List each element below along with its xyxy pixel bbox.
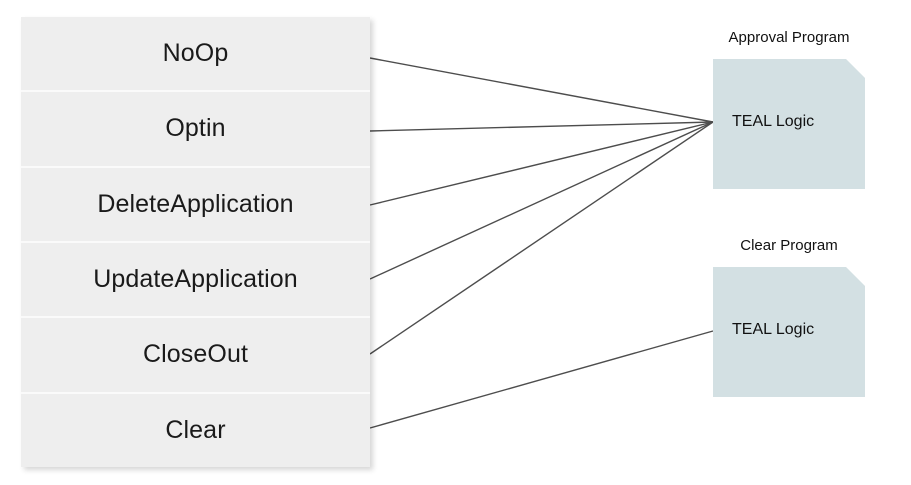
operations-panel: NoOp Optin DeleteApplication UpdateAppli… [21, 17, 370, 467]
operation-label: NoOp [162, 39, 229, 68]
operation-label: CloseOut [142, 340, 248, 369]
connector-optin-to-approval [369, 121, 714, 132]
operation-row-updateapplication[interactable]: UpdateApplication [21, 240, 370, 317]
operation-row-clear[interactable]: Clear [21, 391, 370, 467]
approval-program-body-label: TEAL Logic [732, 113, 815, 130]
connector-clear-to-clear-program [369, 330, 714, 429]
clear-program-body-label: TEAL Logic [732, 321, 815, 338]
operation-label: Optin [165, 114, 226, 143]
operation-label: DeleteApplication [97, 189, 294, 218]
operation-label: UpdateApplication [93, 265, 298, 294]
connector-noop-to-approval [369, 57, 714, 123]
connector-updateapplication-to-approval [369, 121, 714, 280]
operation-row-optin[interactable]: Optin [21, 90, 370, 166]
operation-row-closeout[interactable]: CloseOut [21, 316, 370, 392]
clear-program-title: Clear Program [740, 237, 838, 254]
operation-row-deleteapplication[interactable]: DeleteApplication [21, 165, 370, 241]
approval-program-title: Approval Program [728, 29, 850, 46]
clear-program-node[interactable]: Clear Program TEAL Logic [713, 237, 865, 397]
connector-closeout-to-approval [369, 121, 714, 355]
approval-program-document-shape [713, 59, 865, 189]
connector-deleteapplication-to-approval [369, 121, 714, 206]
approval-program-node[interactable]: Approval Program TEAL Logic [713, 29, 865, 189]
clear-program-document-shape [713, 267, 865, 397]
operation-label: Clear [165, 415, 226, 444]
operation-row-noop[interactable]: NoOp [21, 17, 370, 91]
